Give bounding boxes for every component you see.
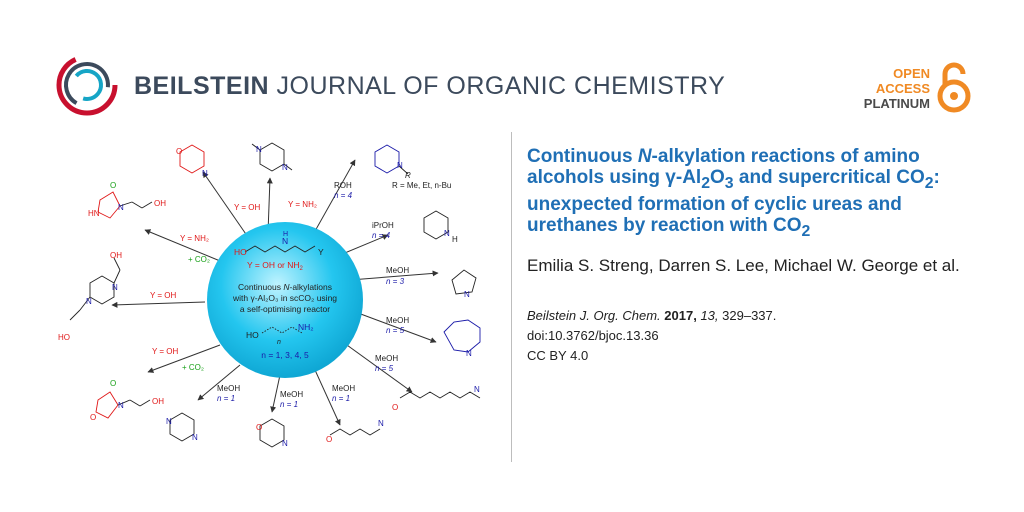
atom-labels: O N N N N R O HN N OH N H OH N N N HO N … bbox=[58, 145, 480, 448]
svg-text:N: N bbox=[464, 290, 470, 299]
svg-text:H: H bbox=[283, 231, 288, 238]
svg-text:N: N bbox=[282, 236, 288, 246]
oa-platinum-label: PLATINUM bbox=[863, 96, 930, 111]
svg-text:n = 1: n = 1 bbox=[280, 400, 298, 409]
svg-text:N: N bbox=[118, 203, 124, 212]
svg-text:Y = OH: Y = OH bbox=[152, 347, 179, 356]
svg-text:O: O bbox=[392, 403, 398, 412]
svg-text:O: O bbox=[110, 181, 116, 190]
svg-text:Y = NH₂: Y = NH₂ bbox=[180, 234, 209, 243]
svg-text:a self-optimising reactor: a self-optimising reactor bbox=[240, 304, 330, 314]
open-access-badge: OPEN ACCESS PLATINUM bbox=[836, 60, 976, 120]
svg-text:O: O bbox=[176, 147, 182, 156]
svg-text:n = 1, 3, 4, 5: n = 1, 3, 4, 5 bbox=[261, 350, 309, 360]
svg-text:MeOH: MeOH bbox=[332, 384, 355, 393]
svg-text:O: O bbox=[326, 435, 332, 444]
svg-text:Y: Y bbox=[318, 247, 324, 257]
svg-text:R: R bbox=[405, 171, 411, 180]
svg-text:H: H bbox=[452, 235, 458, 244]
condition-labels: Y = OH Y = NH₂ ROH n = 4 R = Me, Et, n-B… bbox=[150, 181, 451, 409]
product-structures bbox=[69, 142, 481, 448]
svg-text:+ CO₂: + CO₂ bbox=[188, 255, 210, 264]
article-authors: Emilia S. Streng, Darren S. Lee, Michael… bbox=[527, 255, 960, 275]
reaction-scheme: HO N H Y Y = OH or NH2 Continuous N-alky… bbox=[40, 130, 505, 465]
svg-text:Y = NH₂: Y = NH₂ bbox=[288, 200, 317, 209]
reaction-arrows bbox=[111, 159, 439, 426]
svg-text:N: N bbox=[112, 283, 118, 292]
doi[interactable]: doi:10.3762/bjoc.13.36 bbox=[527, 327, 659, 343]
svg-text:MeOH: MeOH bbox=[217, 384, 240, 393]
svg-text:O: O bbox=[256, 423, 262, 432]
svg-text:N: N bbox=[192, 433, 198, 442]
svg-text:n = 5: n = 5 bbox=[375, 364, 394, 373]
svg-text:n: n bbox=[277, 339, 281, 346]
svg-text:n = 4: n = 4 bbox=[334, 191, 353, 200]
oa-access-label: ACCESS bbox=[875, 81, 930, 96]
license[interactable]: CC BY 4.0 bbox=[527, 347, 589, 363]
svg-text:MeOH: MeOH bbox=[386, 266, 409, 275]
svg-text:n = 3: n = 3 bbox=[386, 277, 405, 286]
svg-text:N: N bbox=[202, 169, 208, 178]
svg-text:N: N bbox=[118, 401, 124, 410]
svg-text:HO: HO bbox=[58, 333, 70, 342]
journal-name: BEILSTEIN JOURNAL OF ORGANIC CHEMISTRY bbox=[134, 72, 726, 100]
svg-text:Y = OH: Y = OH bbox=[150, 291, 177, 300]
svg-text:N: N bbox=[474, 385, 480, 394]
svg-text:OH: OH bbox=[154, 199, 166, 208]
svg-text:MeOH: MeOH bbox=[386, 316, 409, 325]
svg-text:HN: HN bbox=[88, 209, 100, 218]
journal-logo-icon bbox=[56, 54, 118, 116]
svg-text:NH₂: NH₂ bbox=[298, 322, 314, 332]
svg-text:n = 4: n = 4 bbox=[372, 231, 391, 240]
svg-text:n = 1: n = 1 bbox=[332, 394, 350, 403]
citation: Beilstein J. Org. Chem. 2017, 13, 329–33… bbox=[527, 307, 777, 323]
svg-text:Y = OH: Y = OH bbox=[234, 203, 261, 212]
svg-text:N: N bbox=[256, 145, 262, 154]
svg-text:R = Me, Et, n-Bu: R = Me, Et, n-Bu bbox=[392, 181, 451, 190]
svg-text:OH: OH bbox=[152, 397, 164, 406]
svg-text:N: N bbox=[86, 297, 92, 306]
svg-text:N: N bbox=[444, 229, 450, 238]
svg-text:MeOH: MeOH bbox=[280, 390, 303, 399]
journal-header: BEILSTEIN JOURNAL OF ORGANIC CHEMISTRY O… bbox=[56, 50, 976, 130]
svg-text:N: N bbox=[397, 161, 403, 170]
svg-text:Y = OH or NH2: Y = OH or NH2 bbox=[247, 260, 304, 272]
svg-text:iPrOH: iPrOH bbox=[372, 221, 394, 230]
svg-text:with γ-Al₂O₃ in scCO₂ using: with γ-Al₂O₃ in scCO₂ using bbox=[232, 293, 337, 303]
oa-open-label: OPEN bbox=[893, 66, 930, 81]
svg-text:n = 5: n = 5 bbox=[386, 326, 405, 335]
open-lock-icon bbox=[937, 62, 971, 113]
svg-text:n = 1: n = 1 bbox=[217, 394, 235, 403]
svg-text:N: N bbox=[166, 417, 172, 426]
svg-text:MeOH: MeOH bbox=[375, 354, 398, 363]
svg-text:+ CO₂: + CO₂ bbox=[182, 363, 204, 372]
article-title[interactable]: Continuous N-alkylation reactions of ami… bbox=[527, 146, 940, 240]
svg-text:N: N bbox=[378, 419, 384, 428]
article-info: Continuous N-alkylation reactions of ami… bbox=[527, 146, 987, 366]
reaction-scheme-graphic: HO N H Y Y = OH or NH2 Continuous N-alky… bbox=[58, 142, 481, 448]
svg-text:ROH: ROH bbox=[334, 181, 352, 190]
svg-text:N: N bbox=[282, 439, 288, 448]
svg-text:HO: HO bbox=[234, 247, 247, 257]
svg-text:OH: OH bbox=[110, 251, 122, 260]
svg-text:O: O bbox=[110, 379, 116, 388]
svg-text:N: N bbox=[466, 349, 472, 358]
central-reactor-circle bbox=[207, 222, 363, 378]
svg-text:HO: HO bbox=[246, 330, 259, 340]
center-scheme: HO N H Y Y = OH or NH2 Continuous N-alky… bbox=[232, 231, 337, 360]
svg-text:O: O bbox=[90, 413, 96, 422]
svg-text:N: N bbox=[282, 163, 288, 172]
svg-text:Continuous N-alkylations: Continuous N-alkylations bbox=[238, 282, 332, 292]
column-divider bbox=[511, 132, 512, 462]
